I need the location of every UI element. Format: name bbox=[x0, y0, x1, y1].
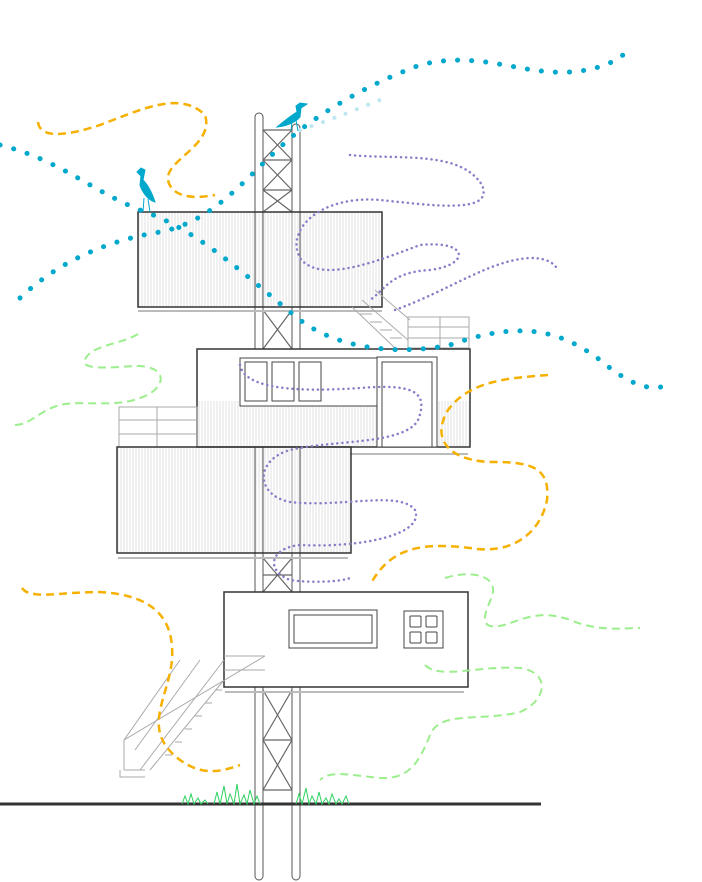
cyan-dotted-path bbox=[0, 47, 671, 391]
top-cabin bbox=[137, 211, 383, 312]
heron-bird-icon bbox=[136, 167, 156, 213]
triple-window bbox=[239, 357, 384, 407]
lower-cabin bbox=[116, 446, 352, 559]
orange-dashed-path bbox=[20, 101, 549, 773]
door bbox=[376, 356, 438, 448]
middle-cabin bbox=[118, 348, 471, 455]
grass bbox=[181, 783, 350, 806]
purple-dotted-path bbox=[238, 153, 560, 583]
heron-bird-icon bbox=[275, 102, 309, 132]
bottom-cabin bbox=[223, 591, 469, 693]
green-dashed-path bbox=[14, 333, 641, 781]
lower-stairs bbox=[119, 655, 266, 778]
left-railing bbox=[118, 406, 198, 448]
four-pane-window bbox=[403, 610, 444, 649]
